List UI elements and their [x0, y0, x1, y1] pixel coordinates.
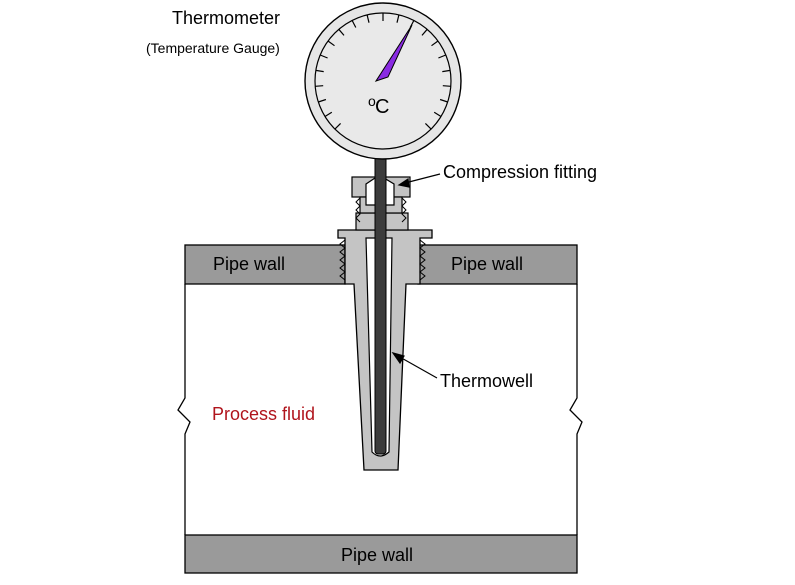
gauge-label: (Temperature Gauge)	[146, 40, 280, 56]
gauge-tick	[319, 54, 328, 59]
gauge-tick	[438, 54, 447, 59]
gauge-tick	[315, 69, 324, 73]
gauge-ticks	[315, 13, 451, 130]
gauge-tick	[338, 28, 345, 36]
pipe-wall-bottom-label: Pipe wall	[341, 545, 413, 565]
gauge-tick	[431, 40, 439, 47]
degree-symbol: o	[368, 93, 376, 109]
thermowell-threads	[339, 239, 426, 281]
gauge-tick	[366, 14, 370, 23]
pipe-wall-top-left	[184, 244, 346, 285]
pipe-wall-left-label: Pipe wall	[213, 254, 285, 274]
pipe-wall-right-label: Pipe wall	[451, 254, 523, 274]
gauge-tick	[424, 122, 432, 130]
pipe-interior-outline	[177, 284, 583, 535]
compression-fitting-label: Compression fitting	[443, 162, 597, 182]
gauge-tick	[324, 111, 333, 118]
gauge-tick	[442, 85, 451, 87]
gauge-tick	[439, 98, 448, 103]
gauge-tick	[421, 28, 428, 36]
gauge-tick	[433, 111, 442, 118]
celsius-unit: C	[375, 96, 389, 118]
thermometer-stem	[374, 149, 387, 455]
gauge-tick	[396, 14, 400, 23]
gauge-tick	[351, 20, 357, 28]
pipe-wall-bottom	[184, 534, 578, 574]
gauge-tick	[327, 40, 335, 47]
gauge-tick	[334, 122, 342, 130]
pipe-wall-top-right	[417, 244, 578, 285]
gauge-tick	[318, 98, 327, 103]
callout-arrows	[391, 173, 441, 379]
gauge-tick	[442, 69, 451, 73]
thermowell-label: Thermowell	[440, 371, 533, 391]
process-fluid-label: Process fluid	[212, 404, 315, 424]
thermometer-label: Thermometer	[172, 8, 280, 28]
gauge-tick	[315, 85, 324, 87]
temperature-gauge: o C	[304, 2, 462, 160]
gauge-needle	[374, 24, 413, 82]
